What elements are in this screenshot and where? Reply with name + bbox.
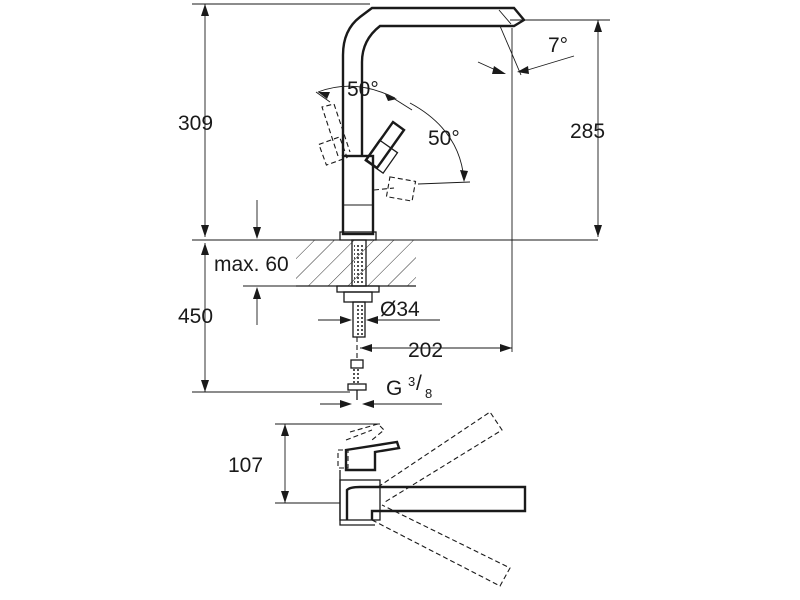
angle-50-right-tick bbox=[392, 97, 413, 111]
mounting-nut bbox=[336, 285, 380, 293]
arrow-285-bottom bbox=[594, 225, 602, 237]
arrow-309-top bbox=[201, 4, 209, 16]
label-hole-diameter: Ø34 bbox=[380, 298, 420, 321]
lever-back-knob bbox=[318, 136, 348, 166]
arrow-g-left bbox=[340, 400, 352, 408]
lever-top-view bbox=[344, 440, 401, 472]
arrow-309-bottom bbox=[201, 225, 209, 237]
label-lever-back: 50° bbox=[428, 127, 460, 150]
angle-50-right-arc bbox=[409, 102, 465, 181]
lever-top-alt-back-line bbox=[345, 429, 373, 441]
hose-thread bbox=[353, 368, 361, 384]
arrow-60-bottom bbox=[253, 287, 261, 299]
label-connection-den: 8 bbox=[425, 386, 432, 401]
label-spout-height: 285 bbox=[570, 120, 605, 143]
label-spout-tilt: 7° bbox=[548, 34, 568, 57]
arrow-285-top bbox=[594, 20, 602, 32]
lever-knob bbox=[364, 139, 399, 175]
arrow-202-left bbox=[360, 344, 372, 352]
base-outline bbox=[339, 470, 375, 526]
label-connection-prefix: G bbox=[386, 377, 402, 400]
shank-thread bbox=[354, 244, 364, 284]
arrow-34-left bbox=[340, 316, 352, 324]
spout bbox=[341, 6, 526, 156]
rod-thread bbox=[355, 304, 363, 335]
label-total-height: 309 bbox=[178, 112, 213, 135]
arrow-107-bottom bbox=[281, 491, 289, 503]
label-connection-num: 3 bbox=[408, 374, 415, 389]
arrow-60-top bbox=[253, 227, 261, 239]
label-hose-length: 450 bbox=[178, 305, 213, 328]
hose-nut-bottom bbox=[347, 383, 367, 391]
spout-top-view bbox=[345, 485, 527, 520]
faucet-side-view bbox=[318, 6, 526, 400]
faucet-body bbox=[341, 154, 375, 236]
label-lever-forward: 50° bbox=[347, 78, 379, 101]
label-connection-slash: / bbox=[416, 372, 422, 395]
dimension-lines bbox=[192, 3, 610, 504]
label-reach: 202 bbox=[408, 339, 443, 362]
angle-7-right bbox=[520, 55, 575, 73]
threaded-rod bbox=[352, 301, 366, 338]
arrow-50-right bbox=[460, 170, 468, 182]
angle-50-top-arc bbox=[317, 85, 396, 99]
hose-nut-top bbox=[350, 359, 364, 369]
arrow-g-right bbox=[362, 400, 374, 408]
label-counter-max: max. 60 bbox=[214, 253, 289, 276]
mounting-plate bbox=[343, 291, 373, 303]
dimension-labels: 309 max. 60 450 285 7° 50° 50° Ø34 202 G… bbox=[178, 34, 605, 477]
arrow-450-bottom bbox=[201, 380, 209, 392]
arrow-50-top-right bbox=[385, 94, 397, 101]
lever-right-knob bbox=[385, 176, 417, 202]
lever-top-alt-left bbox=[337, 449, 349, 469]
arrow-450-top bbox=[201, 243, 209, 255]
angle-50-left-tick bbox=[315, 91, 331, 103]
spout-tilt-line bbox=[499, 25, 522, 76]
lever-back-position bbox=[321, 103, 351, 157]
arrow-7-right bbox=[517, 66, 529, 74]
lever-top-alt-back bbox=[349, 423, 385, 441]
spout-rotated-back bbox=[377, 411, 503, 503]
arrow-7-left bbox=[492, 66, 506, 74]
faucet-top-view bbox=[337, 411, 527, 587]
lever-handle bbox=[364, 120, 406, 170]
label-lever-depth: 107 bbox=[228, 454, 263, 477]
arrow-50-top-left bbox=[318, 92, 330, 99]
spout-tip-detail bbox=[498, 9, 512, 25]
lever-right-stem bbox=[373, 187, 395, 191]
arrow-34-right bbox=[366, 316, 378, 324]
arrow-202-right bbox=[500, 344, 512, 352]
arrow-107-top bbox=[281, 424, 289, 436]
angle-50-right-base bbox=[417, 181, 471, 185]
spout-rotated-front bbox=[371, 504, 511, 587]
